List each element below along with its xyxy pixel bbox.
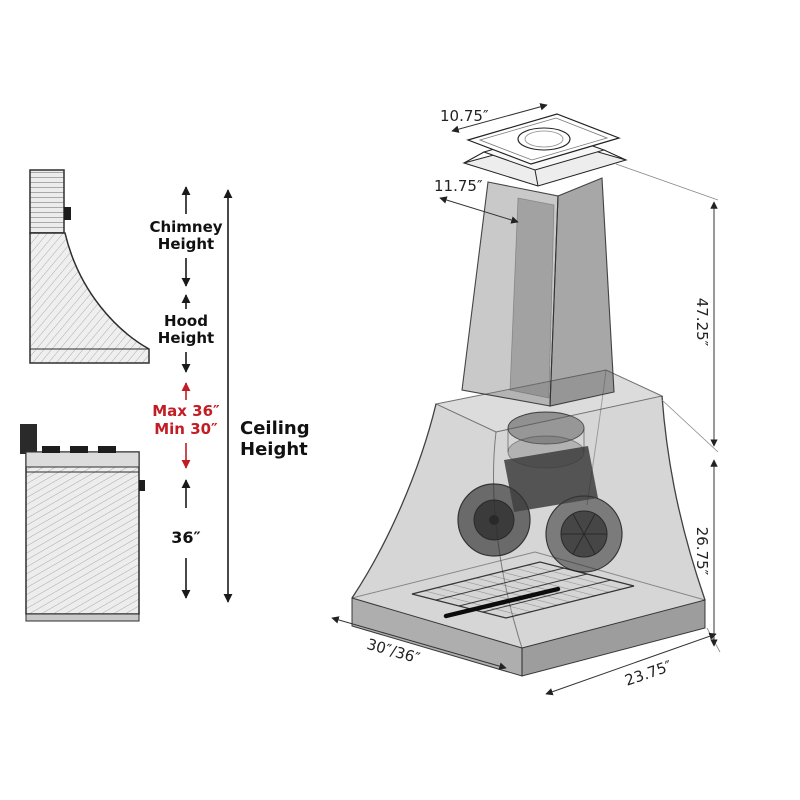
burner-grate [42, 446, 60, 453]
chimney-height-label-line1: Chimney [149, 218, 222, 236]
filter-handle [443, 586, 561, 619]
mount-min-label: Min 30″ [154, 420, 218, 438]
lower-height-label: 26.75″ [693, 527, 711, 576]
range-cooktop [25, 451, 140, 468]
baffle-filters [411, 561, 635, 619]
chimney-depth-label: 11.75″ [434, 177, 483, 195]
burner-grate [98, 446, 116, 453]
ceiling-height-label-line1: Ceiling [240, 418, 310, 439]
ceiling-dimension: Ceiling Height [223, 189, 310, 603]
hood-height-label-line1: Hood [164, 312, 208, 330]
hood-body-sideview [29, 232, 150, 364]
burner-grate [70, 446, 88, 453]
hood-depth-label: 23.75″ [622, 657, 674, 690]
side-view-hood [29, 169, 150, 364]
range-body [25, 451, 140, 615]
range-base [25, 613, 140, 622]
chimney-right-face [549, 177, 615, 407]
range-height-label: 36″ [171, 528, 200, 547]
oven-handle [139, 480, 145, 491]
ceiling-height-label-line2: Height [240, 439, 308, 460]
side-view-range [20, 424, 145, 622]
range-backguard [20, 424, 37, 454]
hood-bell-body [352, 396, 705, 648]
hood-height-label-line2: Height [158, 329, 214, 347]
upper-height-label: 47.25″ [693, 298, 711, 347]
hood-chimney-sideview [29, 169, 65, 234]
blower-motor-box [504, 446, 598, 512]
chimney-bracket [64, 207, 71, 220]
chimney-height-label-line2: Height [158, 235, 214, 253]
dimension-legend: Chimney Height Hood Height Max 36″ Min 3… [149, 186, 223, 599]
chimney-front-face [461, 181, 559, 407]
inner-duct [509, 197, 555, 399]
top-width-label: 10.75″ [440, 107, 489, 125]
mount-max-label: Max 36″ [152, 402, 220, 420]
iso-hood [351, 113, 706, 677]
